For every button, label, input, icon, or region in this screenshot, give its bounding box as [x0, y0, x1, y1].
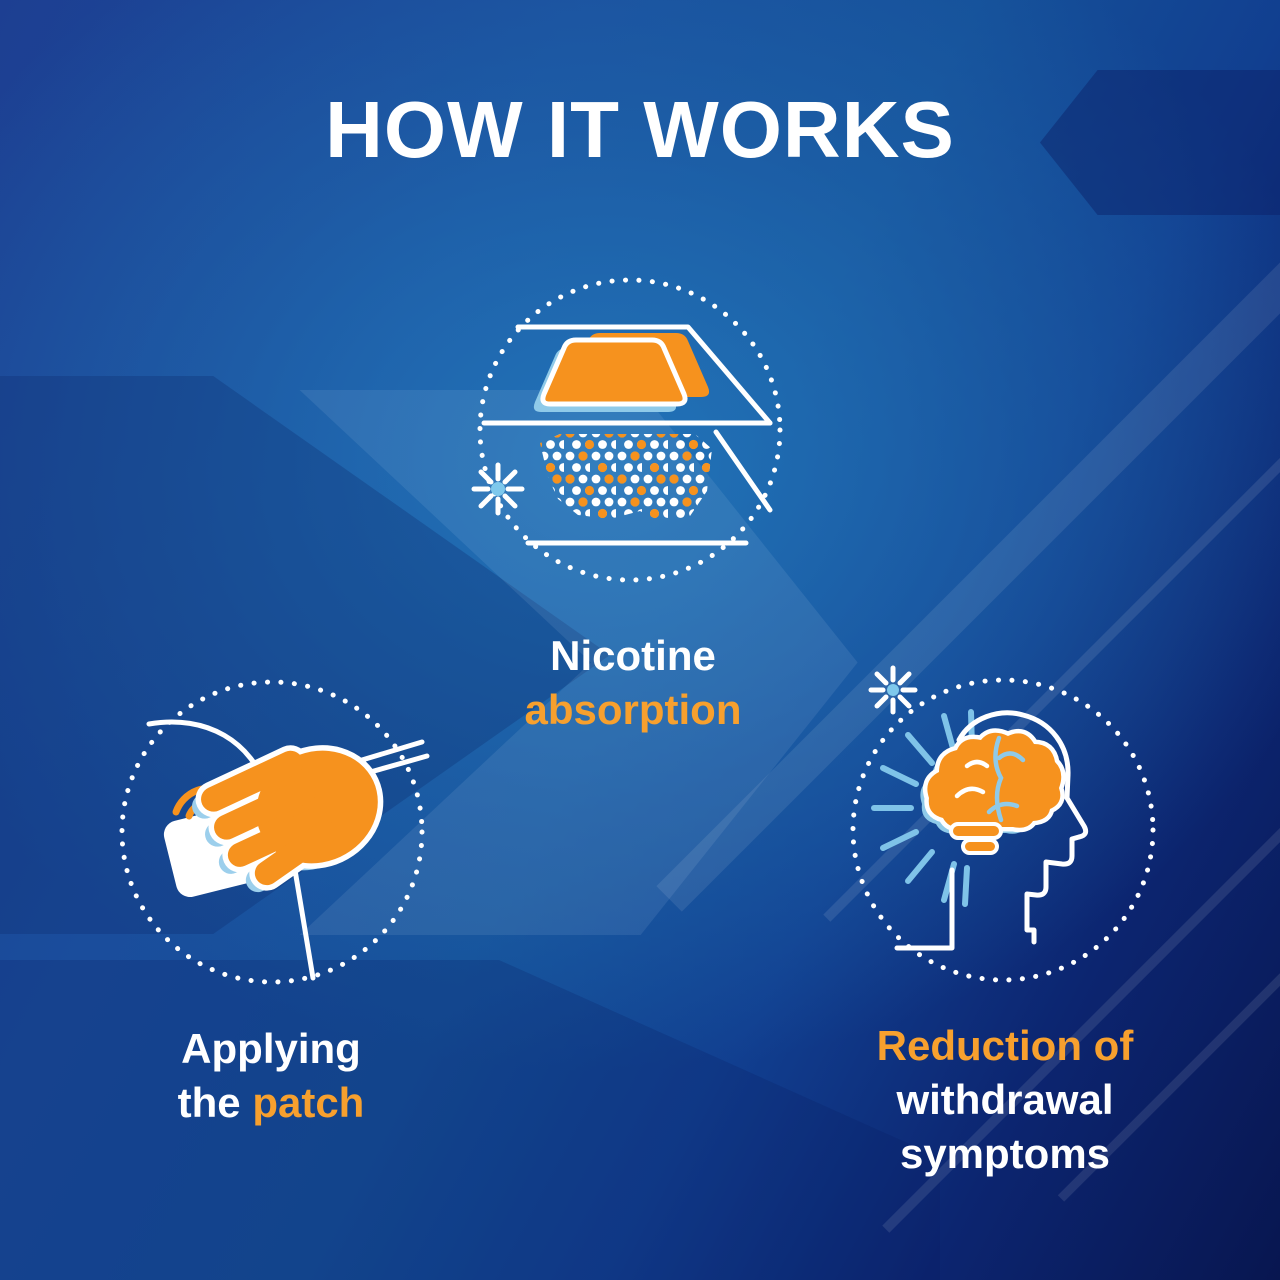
- page-title: HOW IT WORKS: [325, 85, 955, 174]
- sparkle-icon: [868, 665, 918, 715]
- caption-withdrawal-reduction: Reduction of withdrawal symptoms: [785, 1019, 1225, 1181]
- caption-applying-patch: Applying the patch: [51, 1022, 491, 1130]
- molecule-dots: [540, 434, 712, 519]
- caption-line: patch: [252, 1079, 365, 1126]
- arm-lines: [146, 719, 430, 981]
- patch-shape: [533, 333, 710, 412]
- caption-line: Nicotine: [550, 632, 716, 679]
- applying-patch-icon: [119, 679, 430, 985]
- head-profile-outline: [894, 710, 1089, 951]
- skin-layer-lines: [481, 324, 773, 546]
- caption-line: the: [177, 1079, 241, 1126]
- caption-line: absorption: [524, 686, 742, 733]
- sparkle-icon: [471, 462, 525, 516]
- radiating-rays: [871, 709, 975, 907]
- dotted-circle: [850, 677, 1156, 983]
- caption-line: Applying: [181, 1025, 361, 1072]
- caption-line: withdrawal: [896, 1076, 1114, 1123]
- caption-line: symptoms: [899, 1130, 1111, 1177]
- withdrawal-reduction-icon: [850, 665, 1156, 983]
- dotted-circle: [477, 277, 783, 583]
- nicotine-absorption-icon: [471, 277, 783, 583]
- dotted-circle: [119, 679, 425, 985]
- brain-shape: [920, 733, 1061, 855]
- caption-line: Reduction of: [876, 1022, 1134, 1069]
- caption-nicotine-absorption: Nicotine absorption: [413, 629, 853, 737]
